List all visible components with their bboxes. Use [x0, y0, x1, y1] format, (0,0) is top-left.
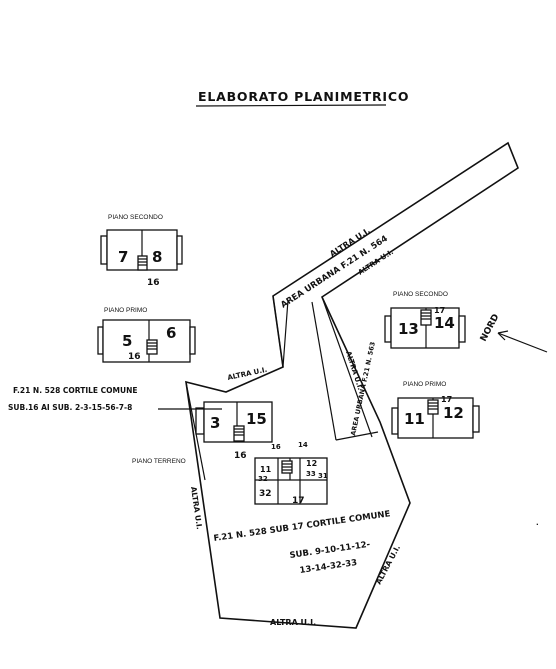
unit-3: 3	[210, 414, 220, 432]
ground-east-num-14: 14	[298, 441, 308, 449]
north-arrow: NORD	[479, 313, 548, 353]
strip-563-outline	[311, 296, 379, 441]
label-altra-ui-east: ALTRA U.I.	[374, 543, 402, 586]
title-underline	[195, 104, 387, 107]
unit-5: 5	[122, 332, 132, 350]
stair-icon	[420, 309, 432, 326]
north-arrow-shaft	[497, 332, 548, 353]
floor-label-top-left: PIANO SECONDO	[108, 214, 163, 221]
ground-east-num-16: 16	[271, 443, 281, 451]
annotation-528-sub17-line2: SUB. 9-10-11-12-	[289, 540, 371, 561]
stair-icon	[146, 339, 158, 355]
building-ground-east: 16 14 11 12 32 33 31 32 17	[254, 441, 328, 506]
building-mid-left: 5 6 16	[97, 319, 196, 363]
unit-11: 11	[404, 410, 425, 428]
stair-icon	[137, 255, 148, 271]
building-top-left: 7 8 16	[100, 229, 183, 288]
ground-east-num-32b: 32	[259, 489, 272, 499]
plan-title: ELABORATO PLANIMETRICO	[198, 89, 409, 104]
ground-east-num-32: 32	[258, 475, 268, 483]
annotation-528-sub16: F.21 N. 528 CORTILE COMUNE SUB.16 AI SUB…	[8, 386, 222, 412]
stair-sub-right-mid: 17	[441, 395, 452, 404]
annotation-528-sub16-line1: F.21 N. 528 CORTILE COMUNE	[13, 386, 138, 395]
north-label: NORD	[479, 313, 502, 344]
edge-mark: ·	[536, 521, 539, 529]
ground-east-num-31: 31	[318, 472, 328, 480]
unit-13: 13	[398, 320, 419, 338]
ground-floor-label: PIANO TERRENO	[132, 458, 186, 465]
annotation-528-sub17-line3: 13-14-32-33	[299, 558, 358, 576]
floor-label-right-top: PIANO SECONDO	[393, 291, 448, 298]
stair-icon	[427, 399, 439, 415]
label-area-urbana-564: AREA URBANA F.21 N. 564	[279, 234, 390, 311]
stair-icon	[233, 425, 245, 442]
building-right-mid: 11 12 17	[391, 395, 480, 439]
ground-east-num-12: 12	[306, 459, 317, 468]
unit-7: 7	[118, 248, 128, 266]
building-ground-east-body	[254, 457, 328, 505]
building-right-top: 13 14 17	[384, 306, 466, 349]
ground-east-num-17: 17	[292, 496, 305, 506]
building-ground-west: 3 15 16	[195, 401, 273, 461]
ground-east-num-33: 33	[306, 470, 316, 478]
label-altra-ui-mid: ALTRA U.I.	[227, 366, 268, 382]
lot-outline	[185, 141, 519, 629]
annotation-528-sub17-line1: F.21 N. 528 SUB 17 CORTILE COMUNE	[213, 509, 391, 544]
building-right-top-body	[390, 307, 460, 349]
annotation-528-sub17: F.21 N. 528 SUB 17 CORTILE COMUNE SUB. 9…	[213, 509, 391, 576]
stair-sub-ground-west: 16	[234, 451, 247, 461]
annotation-528-sub16-line2: SUB.16 AI SUB. 2-3-15-56-7-8	[8, 403, 132, 412]
ground-east-num-11: 11	[260, 465, 272, 474]
floor-label-right-mid: PIANO PRIMO	[403, 381, 446, 388]
unit-12: 12	[443, 404, 464, 422]
stair-sub-right-top: 17	[434, 306, 445, 315]
unit-6: 6	[166, 324, 176, 342]
north-arrow-head	[497, 330, 509, 341]
unit-14: 14	[434, 314, 455, 332]
unit-15: 15	[246, 410, 267, 428]
unit-8: 8	[152, 248, 162, 266]
label-altra-ui-bottom: ALTRA U.I.	[270, 618, 316, 627]
stair-sub-mid-left: 16	[128, 352, 141, 362]
floor-label-mid-left: PIANO PRIMO	[104, 307, 147, 314]
stair-sub-top-left: 16	[147, 278, 160, 288]
